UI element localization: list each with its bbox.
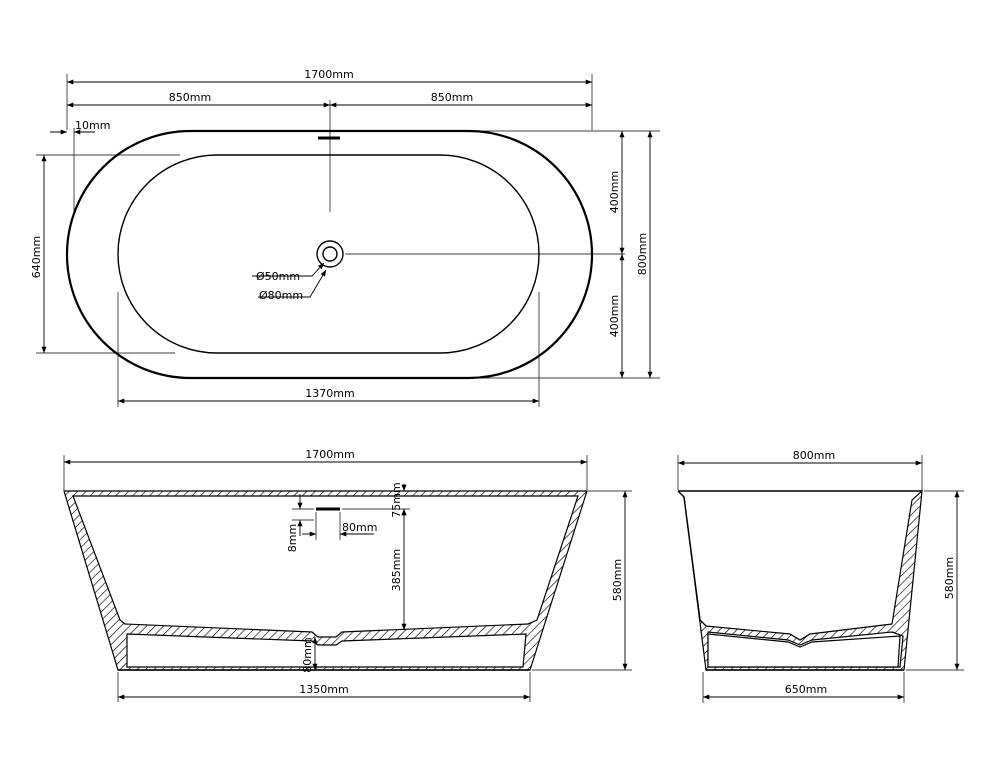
overflow-to-floor-label: 385mm — [390, 549, 403, 591]
tub-outer-rim — [65, 129, 594, 380]
end-width-label: 800mm — [793, 449, 835, 462]
top-overall-width-label: 800mm — [636, 233, 649, 275]
base-height-label: 80mm — [301, 637, 314, 672]
half-width-bottom-label: 400mm — [608, 295, 621, 337]
top-length-label: 1700mm — [304, 68, 353, 81]
drain-inner-ring — [322, 246, 338, 262]
drain-outer-ring — [316, 240, 344, 268]
top-view: 1700mm 850mm 850mm 10mm 640mm 400mm 400m… — [30, 68, 660, 407]
inner-width-label: 640mm — [30, 236, 43, 278]
drain-outer-diameter-label: Ø80mm — [259, 289, 303, 302]
side-length-label: 1700mm — [305, 448, 354, 461]
end-height-label: 580mm — [943, 557, 956, 599]
drain-inner-diameter-label: Ø50mm — [256, 270, 300, 283]
end-left-wall — [677, 490, 707, 670]
rim-thickness-label: 10mm — [75, 119, 110, 132]
end-base-hollow — [707, 633, 901, 668]
top-half-length-left-label: 850mm — [169, 91, 211, 104]
half-width-top-label: 400mm — [608, 171, 621, 213]
overflow-top-offset-label: 75mm — [390, 482, 403, 517]
end-base-width-label: 650mm — [785, 683, 827, 696]
base-length-label: 1350mm — [299, 683, 348, 696]
overflow-width-label: 80mm — [342, 521, 377, 534]
inner-length-label: 1370mm — [305, 387, 354, 400]
side-view: 1700mm 75mm 8mm 80mm 385mm 580mm 80mm — [63, 448, 632, 702]
overflow-height-label: 8mm — [286, 524, 299, 552]
end-view: 800mm 580mm 650mm — [677, 449, 964, 703]
top-half-length-right-label: 850mm — [431, 91, 473, 104]
side-height-label: 580mm — [611, 559, 624, 601]
